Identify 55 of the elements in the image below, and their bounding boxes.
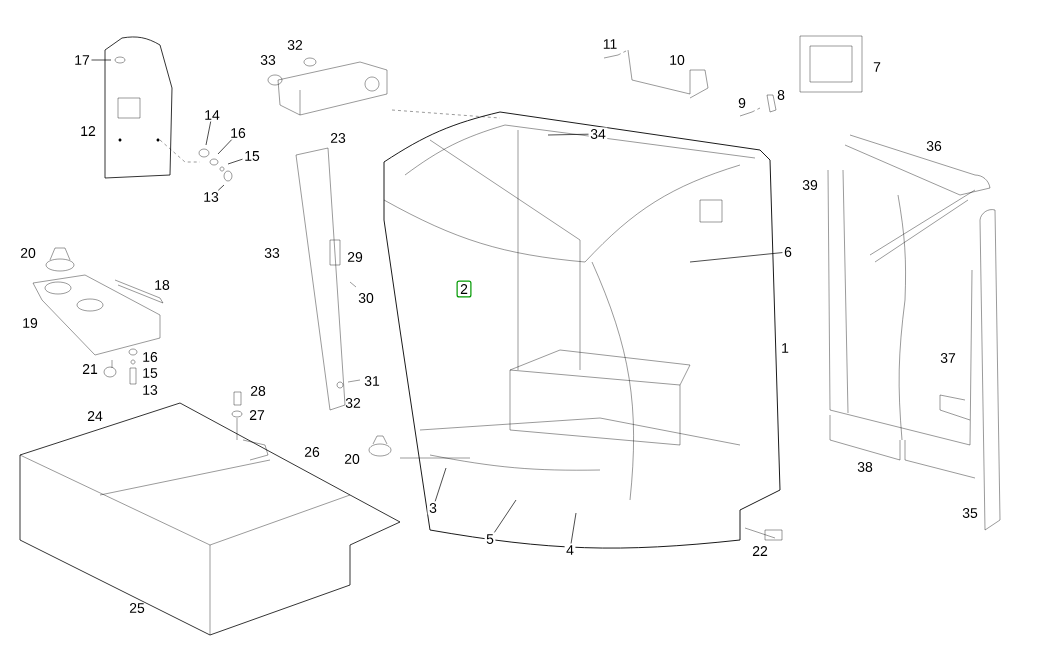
callout-number: 21 bbox=[82, 364, 98, 374]
leader-line bbox=[547, 133, 589, 136]
callout-number: 14 bbox=[202, 108, 222, 122]
callout-number: 33 bbox=[264, 248, 280, 258]
callout-number: 13 bbox=[201, 190, 221, 204]
callout-number-box: 2 bbox=[456, 280, 472, 298]
callout-number: 36 bbox=[926, 141, 942, 151]
callout-number: 15 bbox=[143, 368, 158, 378]
callout-number: 16 bbox=[228, 126, 248, 140]
callout-number: 8 bbox=[777, 90, 785, 100]
callout-number: 32 bbox=[287, 40, 303, 50]
callout-number: 4 bbox=[564, 543, 576, 557]
callout-number: 9 bbox=[738, 98, 746, 108]
callout-number: 6 bbox=[782, 245, 794, 259]
callout-number: 22 bbox=[752, 546, 768, 556]
leader-line bbox=[689, 252, 783, 263]
callout-number: 3 bbox=[427, 501, 439, 515]
callout-number: 12 bbox=[81, 126, 96, 136]
callout-number: 17 bbox=[72, 53, 92, 67]
callout-number: 31 bbox=[364, 376, 380, 386]
leader-line bbox=[91, 59, 112, 61]
callout-number: 18 bbox=[155, 280, 170, 290]
callout-number: 29 bbox=[347, 252, 363, 262]
callout-number: 23 bbox=[330, 133, 346, 143]
callout-number: 10 bbox=[670, 55, 685, 65]
callout-number: 38 bbox=[857, 462, 873, 472]
callout-number: 11 bbox=[603, 39, 617, 49]
callout-number: 1 bbox=[782, 343, 789, 353]
callout-number: 30 bbox=[358, 293, 374, 303]
callout-number: 7 bbox=[873, 62, 881, 72]
callout-number: 34 bbox=[588, 127, 608, 141]
callout-number: 24 bbox=[87, 411, 103, 421]
callout-number: 33 bbox=[260, 55, 276, 65]
leader-line bbox=[494, 499, 517, 533]
callout-number: 28 bbox=[250, 386, 266, 396]
callout-number: 13 bbox=[143, 385, 158, 395]
callout-number: 35 bbox=[962, 508, 978, 518]
callout-number: 5 bbox=[484, 532, 496, 546]
leader-line bbox=[434, 467, 447, 502]
callout-number: 20 bbox=[344, 454, 360, 464]
leader-line bbox=[227, 158, 243, 165]
callout-number: 37 bbox=[940, 353, 956, 363]
leader-line bbox=[205, 121, 212, 146]
callout-number: 15 bbox=[242, 149, 262, 163]
callout-number: 20 bbox=[20, 248, 36, 258]
callout-number: 27 bbox=[249, 410, 265, 420]
callout-number: 16 bbox=[143, 352, 158, 362]
leader-line bbox=[217, 139, 232, 155]
callout-number: 25 bbox=[129, 603, 145, 613]
leader-line bbox=[217, 184, 225, 191]
callout-number: 26 bbox=[304, 447, 320, 457]
callout-number: 39 bbox=[802, 180, 818, 190]
callout-number: 32 bbox=[345, 398, 361, 408]
callout-number: 19 bbox=[23, 318, 38, 328]
leader-line bbox=[570, 512, 577, 544]
